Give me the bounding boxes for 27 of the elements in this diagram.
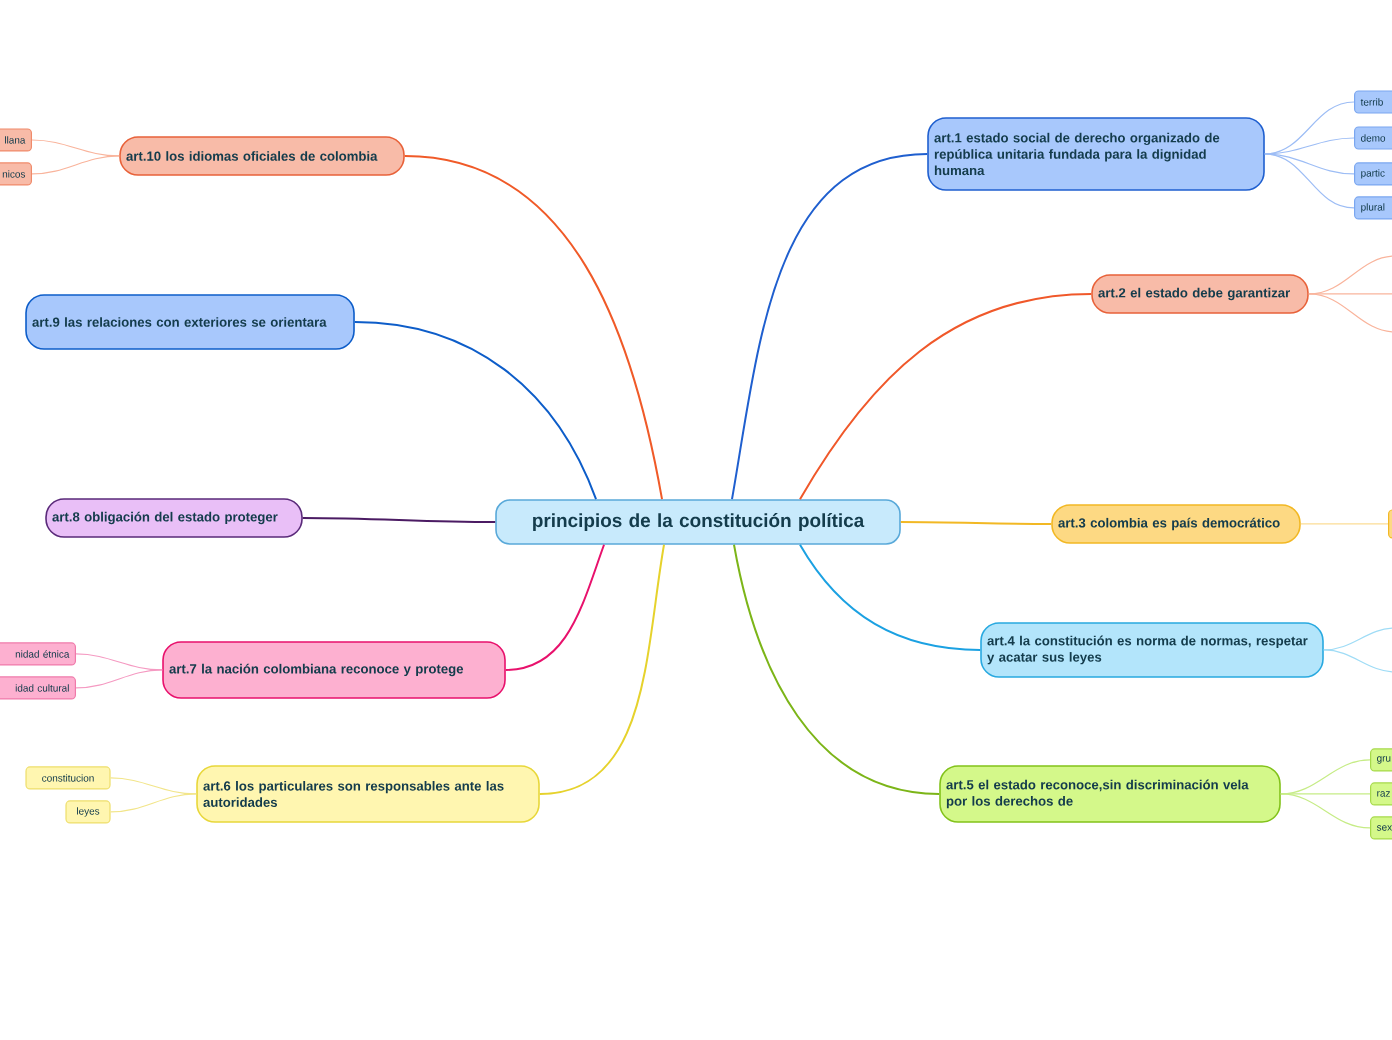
branch-line [538,543,665,795]
branch-line [353,320,597,501]
central-topic-box: principios de la constitución política [495,499,901,545]
branch-line [1264,153,1355,209]
branch-line [1280,793,1371,795]
branch-line [75,669,163,689]
branch-line [31,139,120,157]
branch-line [1300,523,1389,525]
branch-line [1323,627,1392,651]
branch-line [75,653,163,671]
branch-line [301,516,497,523]
branch-line [799,292,1093,501]
branch-line [733,543,941,795]
branch-line [1323,649,1392,673]
branch-line [731,152,929,501]
branch-line [1280,793,1371,829]
branch-line [403,154,663,501]
branch-line [504,543,605,671]
branch-line [1308,293,1392,295]
branch-line [799,543,982,651]
branch-line [110,793,197,813]
branch-line [110,777,197,795]
branch-line [1264,153,1355,175]
branch-line [1308,293,1392,333]
branch-line [1264,137,1355,155]
branch-line [899,520,1053,525]
branch-line [31,155,120,175]
